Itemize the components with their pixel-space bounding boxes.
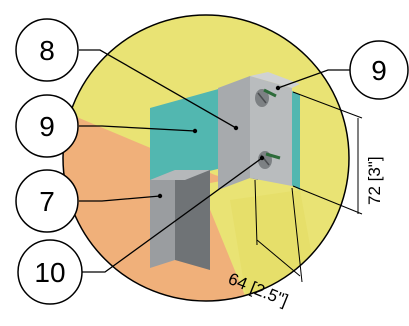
svg-text:9: 9 xyxy=(371,55,387,86)
callout-9-right: 9 xyxy=(349,40,409,100)
svg-text:7: 7 xyxy=(39,186,55,217)
vertical-dimension-label: 72 [3"] xyxy=(365,156,384,205)
callout-9-left: 9 xyxy=(15,94,79,158)
vertical-dimension xyxy=(292,91,363,215)
svg-text:10: 10 xyxy=(34,257,65,288)
callout-7: 7 xyxy=(15,169,79,233)
svg-text:8: 8 xyxy=(39,35,55,66)
horizontal-dimension xyxy=(254,179,303,283)
detail-circle-outline xyxy=(62,14,350,302)
top-screw-icon xyxy=(255,88,277,107)
bracket-back-plate xyxy=(218,76,250,190)
callout-10: 10 xyxy=(17,239,83,305)
leader-lines xyxy=(79,49,350,273)
svg-text:9: 9 xyxy=(39,111,55,142)
bottom-screw-icon xyxy=(258,151,281,169)
insulation-board xyxy=(150,88,222,185)
support-post xyxy=(150,170,175,268)
callout-8: 8 xyxy=(15,18,79,82)
